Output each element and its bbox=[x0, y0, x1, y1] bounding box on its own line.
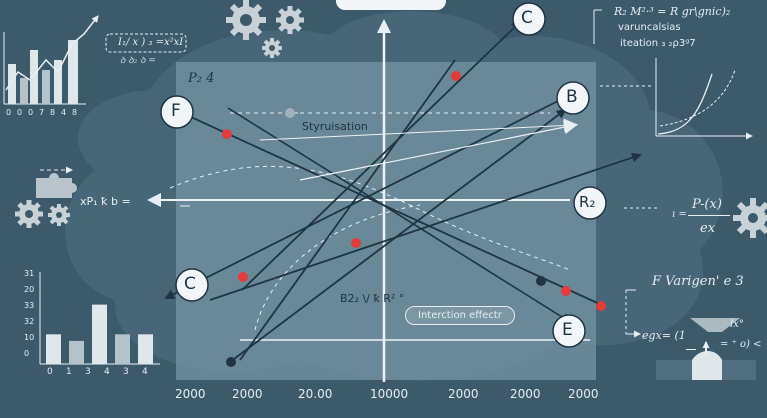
line-to-c-top bbox=[241, 20, 522, 291]
line-to-left-c bbox=[164, 99, 561, 299]
top-left-bar-chart bbox=[3, 15, 99, 105]
bottom-left-bar bbox=[46, 334, 61, 364]
bottom-left-y-tick-label: 10 bbox=[24, 333, 35, 342]
lx-label: lx° bbox=[730, 319, 744, 330]
point-dark bbox=[226, 357, 236, 367]
line-to-e bbox=[227, 107, 572, 324]
bottom-left-x-tick-label: 1 bbox=[66, 367, 72, 377]
line-f-to-bottom-right bbox=[179, 111, 605, 307]
point-red bbox=[238, 272, 248, 282]
top-left-tick-label: 0 bbox=[6, 108, 12, 117]
node-c-top-label: C bbox=[521, 8, 533, 28]
bottom-left-x-tick-label: 3 bbox=[85, 367, 91, 377]
bottom-left-bar bbox=[69, 340, 84, 364]
x-axis-tick-label: 2000 bbox=[510, 387, 541, 401]
point-red bbox=[222, 129, 232, 139]
interaction-effect-label: Interction effectr bbox=[405, 306, 515, 325]
center-formula: B2₂ \/ ꝁ R² ° bbox=[340, 292, 405, 305]
bottom-left-x-tick-label: 3 bbox=[123, 367, 129, 377]
gear-icon bbox=[226, 0, 266, 40]
eqo-label: = ⁺ o) < bbox=[720, 339, 762, 350]
top-left-tick-label: 8 bbox=[50, 108, 56, 117]
top-left-tick-label: 7 bbox=[39, 108, 45, 117]
top-left-tick-label: 4 bbox=[61, 108, 67, 117]
gear-icon bbox=[276, 6, 304, 34]
x-axis-tick-label: 2000 bbox=[568, 387, 599, 401]
x-axis-tick-label: 2000 bbox=[175, 387, 206, 401]
bottom-left-y-tick-label: 20 bbox=[24, 285, 35, 294]
node-r2 bbox=[573, 186, 607, 220]
bottom-left-x-tick-label: 4 bbox=[104, 367, 110, 377]
left-formula: xP₁ ꝁ b = bbox=[80, 195, 131, 208]
point-red bbox=[351, 238, 361, 248]
right-fraction-pre: ı = bbox=[672, 209, 687, 220]
panel-label: P₂ 4 bbox=[188, 71, 215, 86]
puzzle-icon bbox=[36, 173, 77, 198]
x-axis-tick-label: 10000 bbox=[370, 387, 409, 401]
point-red bbox=[596, 301, 606, 311]
bottom-left-bar bbox=[92, 304, 107, 364]
top-left-tick-label: 8 bbox=[72, 108, 78, 117]
x-axis-tick-label: 2000 bbox=[448, 387, 479, 401]
x-axis-tick-label: 2000 bbox=[232, 387, 263, 401]
gear-icon bbox=[15, 200, 43, 228]
top-left-tick-label: 0 bbox=[17, 108, 23, 117]
main-panel bbox=[176, 62, 596, 380]
bottom-right-funnel-chart bbox=[625, 289, 756, 380]
node-r2-label: R₂ bbox=[579, 193, 596, 211]
node-b-label: B bbox=[566, 87, 578, 107]
top-left-note-2: ꝺ ꝺ₂ ꝺ = bbox=[120, 56, 156, 66]
node-f bbox=[160, 95, 194, 129]
node-e-label: E bbox=[562, 320, 573, 340]
gear-icon bbox=[48, 204, 70, 226]
point-red bbox=[561, 286, 571, 296]
bottom-left-x-tick-label: 0 bbox=[47, 367, 53, 377]
bottom-left-bar bbox=[115, 334, 130, 364]
bottom-left-bar bbox=[138, 334, 153, 364]
styruisation-label: Styruisation bbox=[302, 120, 368, 133]
node-c-left bbox=[175, 268, 209, 302]
gear-icon bbox=[733, 198, 767, 238]
node-b bbox=[556, 81, 590, 115]
bottom-left-x-tick-label: 4 bbox=[142, 367, 148, 377]
line-to-c-top-2 bbox=[239, 59, 456, 361]
egx-label: egx= (1 bbox=[642, 329, 686, 342]
node-f-label: F bbox=[171, 101, 181, 121]
right-fraction-numerator: P-(x) bbox=[692, 197, 722, 212]
bottom-left-y-tick-label: 33 bbox=[24, 301, 35, 310]
point-red bbox=[451, 71, 461, 81]
line-to-right-upper bbox=[209, 152, 642, 301]
top-left-tick-label: 0 bbox=[28, 108, 34, 117]
top-right-note-2: varuncalsias bbox=[618, 22, 681, 33]
bottom-left-y-tick-label: 31 bbox=[24, 269, 35, 278]
top-left-note-1: I₁/ x ) ₃ =x²xI bbox=[118, 37, 184, 48]
top-right-note-1: R₂ M²·³ = R gr\gnic)₂ bbox=[614, 5, 731, 18]
x-axis-tick-label: 20.00 bbox=[298, 387, 333, 401]
top-right-curve-chart bbox=[600, 58, 753, 140]
node-c-left-label: C bbox=[184, 274, 196, 294]
node-c-top bbox=[512, 2, 546, 36]
bottom-left-y-tick-label: 0 bbox=[24, 349, 30, 358]
node-e bbox=[552, 314, 586, 348]
bottom-left-bar-chart bbox=[39, 272, 160, 365]
varigen-label: F Varigen' e 3 bbox=[652, 274, 744, 289]
point-dark bbox=[536, 276, 546, 286]
bottom-left-y-tick-label: 32 bbox=[24, 317, 35, 326]
top-right-note-3: iteation ₃ ₂ρ3ᵍ7 bbox=[620, 38, 696, 49]
gear-icon bbox=[262, 38, 282, 58]
right-fraction-denominator: ex bbox=[700, 221, 716, 236]
